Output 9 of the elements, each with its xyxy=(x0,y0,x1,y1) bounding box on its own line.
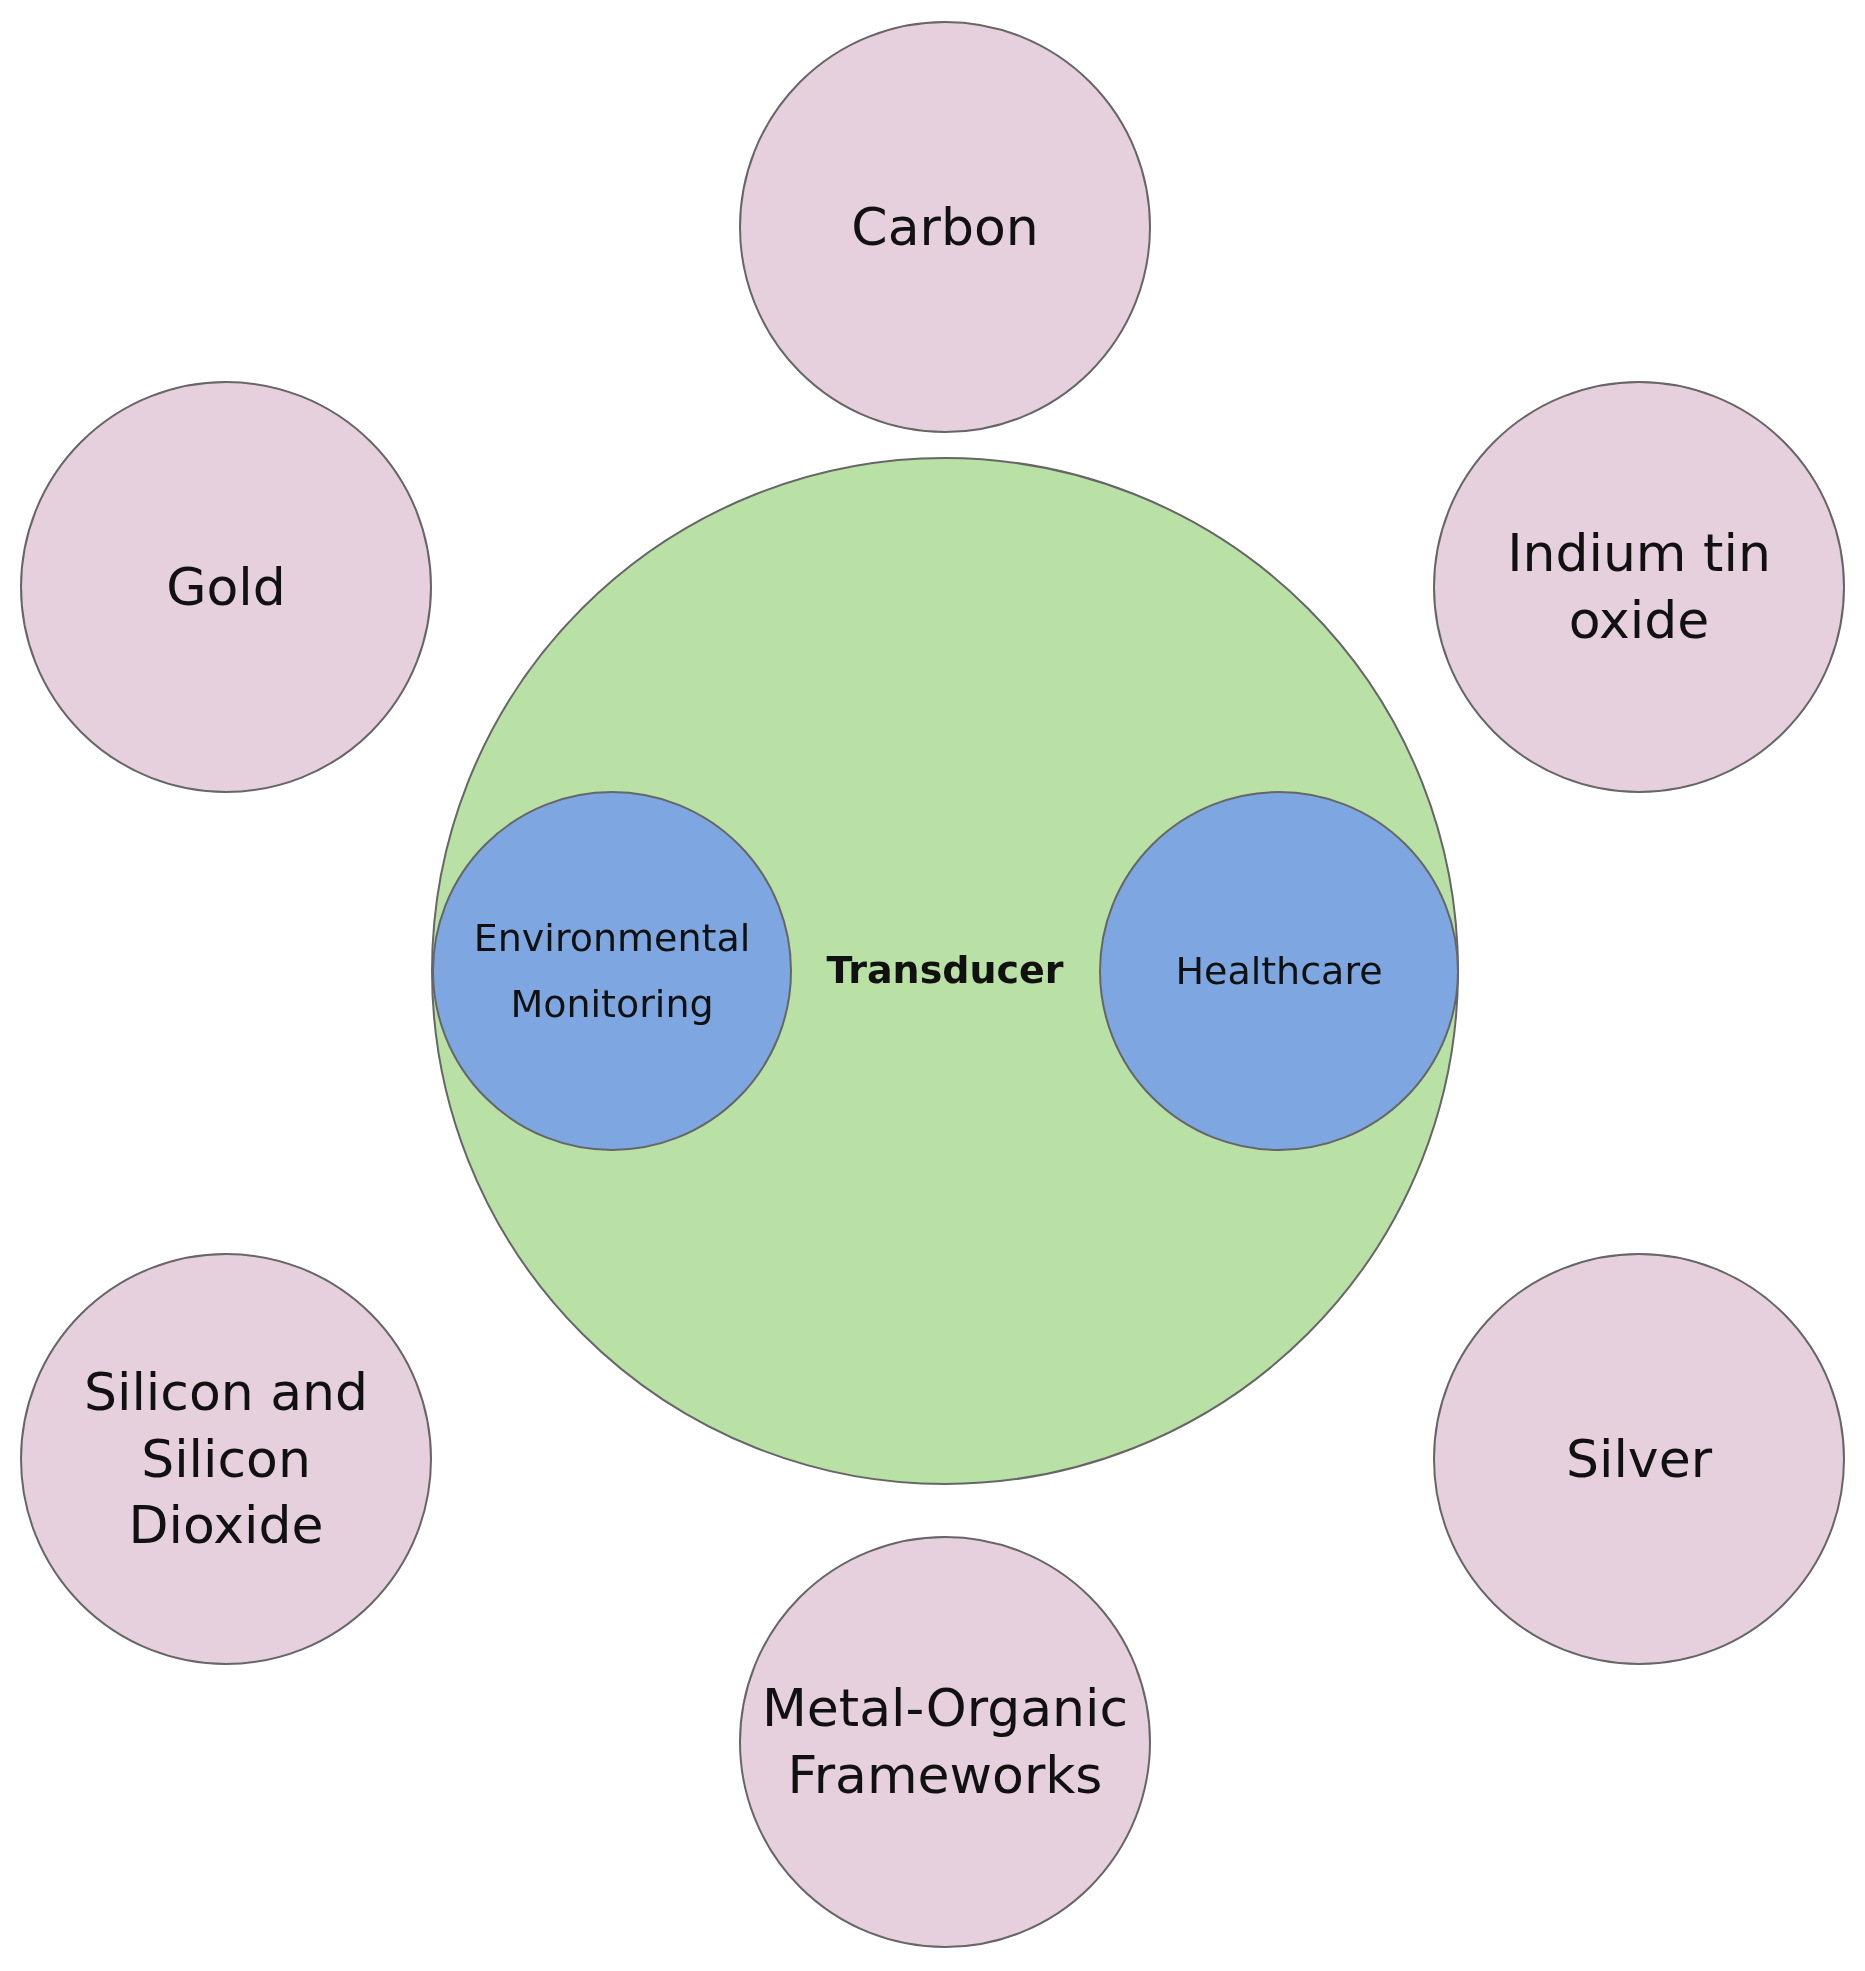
transducer-label: Transducer xyxy=(826,948,1064,994)
material-label: Carbon xyxy=(851,195,1039,259)
material-label: Metal-Organic Frameworks xyxy=(761,1677,1129,1807)
material-label: Gold xyxy=(166,555,286,619)
material-label: Silicon and Silicon Dioxide xyxy=(82,1361,370,1558)
application-label: Environmental Monitoring xyxy=(472,914,752,1028)
application-label: Healthcare xyxy=(1175,947,1383,995)
material-label: Silver xyxy=(1565,1427,1712,1491)
material-label: Indium tin oxide xyxy=(1506,522,1772,652)
